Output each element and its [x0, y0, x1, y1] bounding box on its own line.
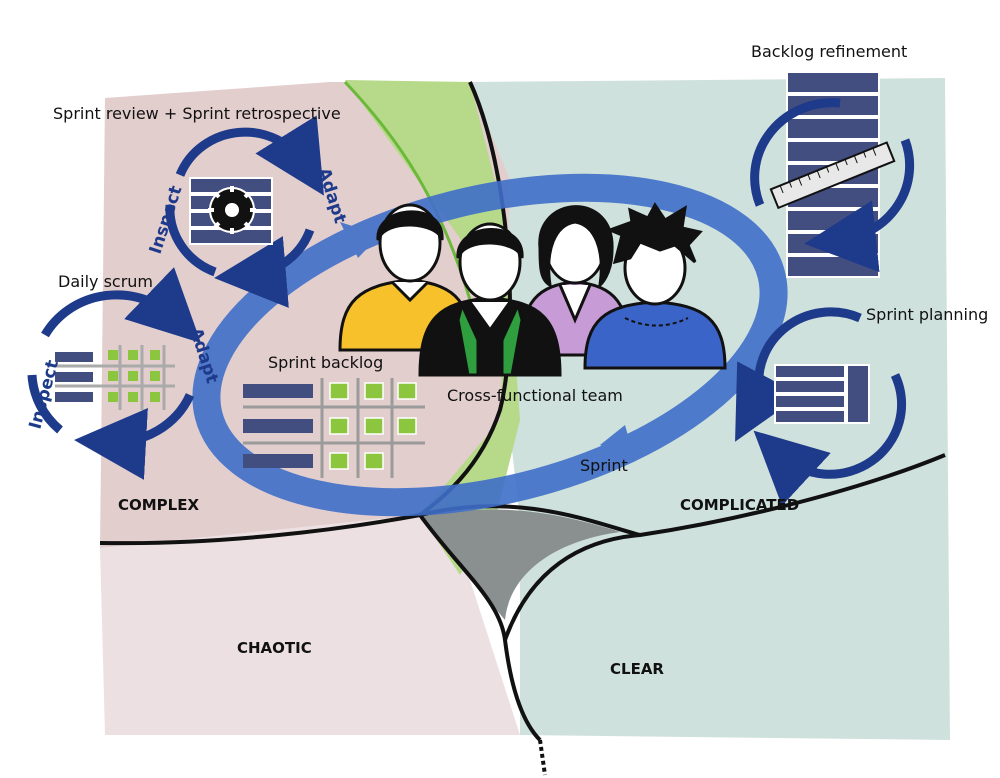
green-band-edge: [343, 80, 472, 301]
label-sprint-planning: Sprint planning: [866, 305, 988, 324]
domain-label-clear: CLEAR: [610, 660, 664, 678]
label-sprint-backlog: Sprint backlog: [268, 353, 383, 372]
sprint-loop: [192, 173, 788, 517]
person-blue: [583, 202, 727, 370]
sprint-backlog-board: [243, 378, 425, 478]
team-figures: [338, 202, 727, 377]
domain-boundaries: [99, 81, 946, 776]
planning-board: [774, 364, 870, 424]
chaotic-region: [100, 515, 520, 735]
daily-task-board: [55, 345, 175, 410]
sprint-arrowhead-left: [340, 222, 380, 258]
label-team: Cross-functional team: [447, 386, 623, 405]
boundary-complicated-clear: [419, 453, 946, 538]
label-backlog-refinement: Backlog refinement: [751, 42, 907, 61]
boundary-clear-lower: [503, 533, 641, 641]
gear-icon: [208, 186, 256, 234]
boundary-complex-chaotic: [99, 513, 421, 546]
sprint-planning-cycle: [735, 307, 907, 506]
labels: Sprint review + Sprint retrospective Bac…: [53, 42, 988, 678]
daily-scrum-cycle: Inspect Adapt: [26, 267, 222, 480]
sprint-arrowhead-right: [600, 425, 635, 460]
person-green: [418, 222, 562, 377]
boundary-dashed-tail: [538, 739, 547, 776]
domain-label-chaotic: CHAOTIC: [237, 639, 312, 657]
confusion-region: [420, 509, 620, 620]
label-sprint: Sprint: [580, 456, 628, 475]
label-sprint-review: Sprint review + Sprint retrospective: [53, 104, 341, 123]
domain-label-complex: COMPLEX: [118, 496, 199, 514]
label-daily-scrum: Daily scrum: [58, 272, 153, 291]
sprint-review-cycle: Inspect Adapt: [146, 115, 350, 308]
ruler-icon: [769, 141, 896, 210]
domain-label-complicated: COMPLICATED: [680, 496, 799, 514]
backlog-refinement-cycle: [750, 71, 915, 278]
